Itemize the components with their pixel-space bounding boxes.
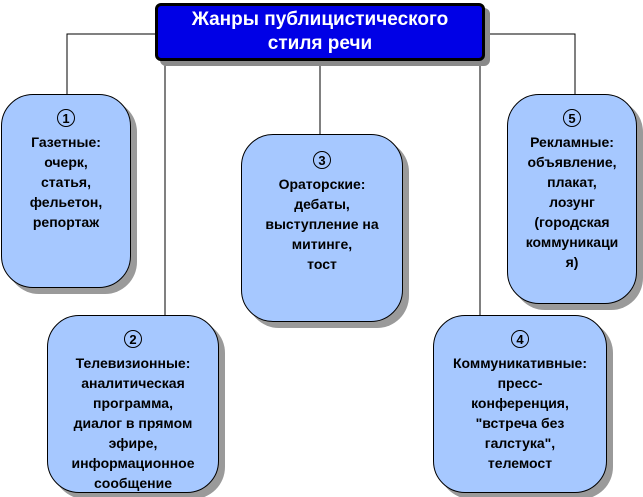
genre-text: Телевизионные: аналитическая программа, … <box>71 355 195 491</box>
genre-text: Газетные: очерк, статья, фельетон, репор… <box>29 134 103 230</box>
genre-box-newspaper: 1 Газетные: очерк, статья, фельетон, реп… <box>1 94 131 288</box>
genre-number-badge: 3 <box>313 151 331 169</box>
diagram-title-text: Жанры публицистического стиля речи <box>191 9 449 54</box>
genre-number-badge: 4 <box>511 330 529 348</box>
connector-genre-1 <box>66 33 155 94</box>
genre-text: Ораторские: дебаты, выступление на митин… <box>265 176 379 272</box>
genre-box-oratory: 3 Ораторские: дебаты, выступление на мит… <box>241 134 403 322</box>
genre-text: Рекламные: объявление, плакат, лозунг (г… <box>525 134 619 270</box>
connector-genre-5 <box>485 33 576 94</box>
genre-number-badge: 5 <box>563 109 581 127</box>
genre-number-badge: 1 <box>57 109 75 127</box>
genre-number-badge: 2 <box>124 330 142 348</box>
genre-box-communicative: 4 Коммуникативные: пресс- конференция, "… <box>433 315 607 493</box>
genre-box-advertising: 5 Рекламные: объявление, плакат, лозунг … <box>507 94 637 304</box>
diagram-title: Жанры публицистического стиля речи <box>155 3 485 61</box>
genre-box-television: 2 Телевизионные: аналитическая программа… <box>47 315 219 493</box>
genre-text: Коммуникативные: пресс- конференция, "вс… <box>452 355 587 471</box>
